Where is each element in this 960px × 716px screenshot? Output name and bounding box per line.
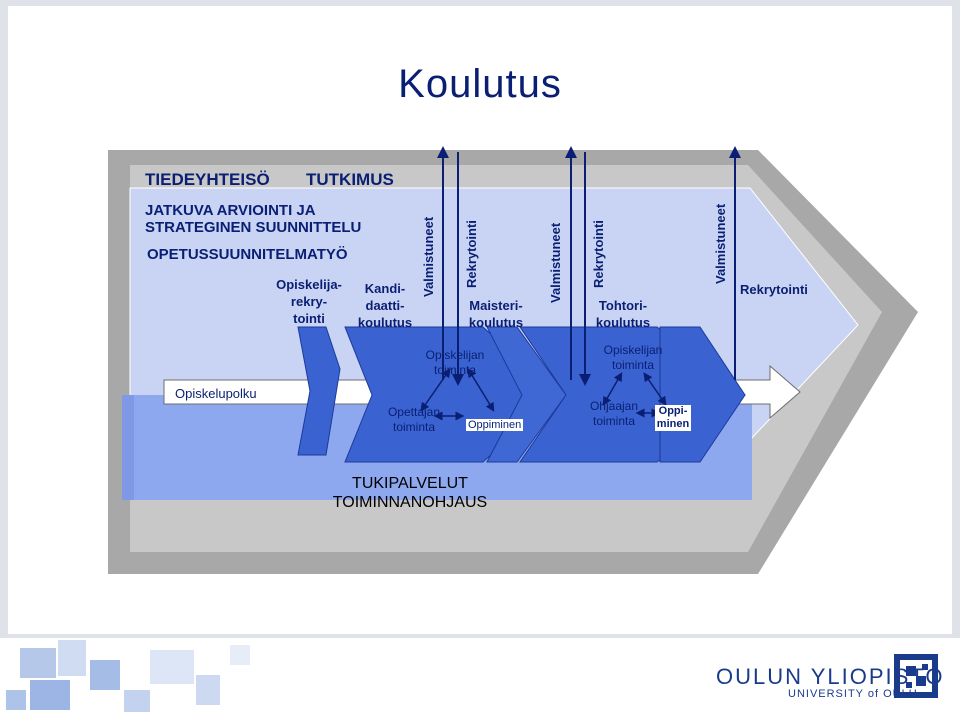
opiskelijan-toiminta-1-line2: toiminta bbox=[433, 363, 477, 377]
ohjaajan-toiminta: Ohjaajan toiminta bbox=[583, 399, 645, 429]
stage-rekrytointi-line3: tointi bbox=[293, 311, 325, 326]
opiskelijan-toiminta-2-line2: toiminta bbox=[611, 358, 655, 372]
footer-mosaic bbox=[0, 638, 960, 716]
tutkimus-label: TUTKIMUS bbox=[306, 170, 394, 189]
jatkuva-arviointi-line2: STRATEGINEN SUUNNITTELU bbox=[145, 219, 362, 236]
opiskelijan-toiminta-1-line1: Opiskelijan bbox=[425, 348, 485, 362]
rekrytointi-label-1: Rekrytointi bbox=[464, 220, 479, 288]
valmistuneet-label-2: Valmistuneet bbox=[548, 222, 563, 303]
opettajan-toiminta-line1: Opettajan bbox=[387, 405, 441, 419]
bottom-labels: TUKIPALVELUT TOIMINNANOHJAUS bbox=[300, 474, 520, 512]
oppiminen-2-line1: Oppi- bbox=[658, 405, 688, 417]
rekrytointi-right-label: Rekrytointi bbox=[740, 282, 808, 297]
opiskelijan-toiminta-2: Opiskelijan toiminta bbox=[592, 343, 674, 373]
opettajan-toiminta: Opettajan toiminta bbox=[382, 405, 446, 435]
university-name: OULUN YLIOPISTO bbox=[716, 664, 945, 689]
tri1-right bbox=[467, 368, 495, 412]
stage-kandidaatti-line1: Kandi- bbox=[364, 281, 406, 296]
stage-rekrytointi: Opiskelija- rekry- tointi bbox=[268, 276, 350, 327]
oppiminen-2-line2: minen bbox=[656, 418, 690, 430]
rekrytointi-label-2: Rekrytointi bbox=[591, 220, 606, 288]
stage-rekrytointi-line1: Opiskelija- bbox=[276, 277, 342, 292]
valmistuneet-label-1: Valmistuneet bbox=[421, 216, 436, 297]
stage-kandidaatti-line3: koulutus bbox=[357, 315, 413, 330]
stage-maisteri: Maisteri- koulutus bbox=[460, 297, 532, 331]
university-subname: UNIVERSITY of OULU bbox=[788, 688, 918, 700]
page-title: Koulutus bbox=[398, 62, 562, 106]
tri2-right bbox=[643, 372, 667, 406]
opettajan-toiminta-line2: toiminta bbox=[392, 420, 436, 434]
tukipalvelut-label: TUKIPALVELUT bbox=[352, 475, 468, 492]
valmistuneet-label-3: Valmistuneet bbox=[713, 203, 728, 284]
toiminnanohjaus-label: TOIMINNANOHJAUS bbox=[332, 494, 488, 511]
tri2-left bbox=[602, 372, 623, 406]
ohjaajan-toiminta-line2: toiminta bbox=[592, 414, 636, 428]
jatkuva-arviointi-line1: JATKUVA ARVIOINTI JA bbox=[145, 202, 316, 219]
stage-kandidaatti: Kandi- daatti- koulutus bbox=[350, 280, 420, 331]
chevron-rekrytointi bbox=[297, 326, 341, 456]
tri1-left bbox=[420, 368, 451, 412]
tiedeyhteiso-label: TIEDEYHTEISÖ bbox=[145, 170, 270, 189]
mid-blue-band-left bbox=[122, 395, 134, 500]
opiskelijan-toiminta-1: Opiskelijan toiminta bbox=[414, 348, 496, 378]
stage-maisteri-line2: koulutus bbox=[468, 315, 524, 330]
stage-maisteri-line1: Maisteri- bbox=[469, 298, 523, 313]
opiskelupolku-label: Opiskelupolku bbox=[175, 386, 257, 401]
ohjaajan-toiminta-line1: Ohjaajan bbox=[589, 399, 639, 413]
opetussuunnitelmatyo-label: OPETUSSUUNNITELMATYÖ bbox=[147, 246, 348, 263]
oppiminen-1: Oppiminen bbox=[466, 419, 524, 431]
stage-tohtori-line2: koulutus bbox=[595, 315, 651, 330]
stage-rekrytointi-line2: rekry- bbox=[290, 294, 328, 309]
stage-tohtori: Tohtori- koulutus bbox=[588, 297, 658, 331]
opiskelijan-toiminta-2-line1: Opiskelijan bbox=[603, 343, 663, 357]
stage-tohtori-line1: Tohtori- bbox=[598, 298, 648, 313]
oppiminen-2: Oppi- minen bbox=[655, 405, 691, 431]
university-logo-emblem bbox=[894, 654, 938, 698]
stage-kandidaatti-line2: daatti- bbox=[365, 298, 405, 313]
